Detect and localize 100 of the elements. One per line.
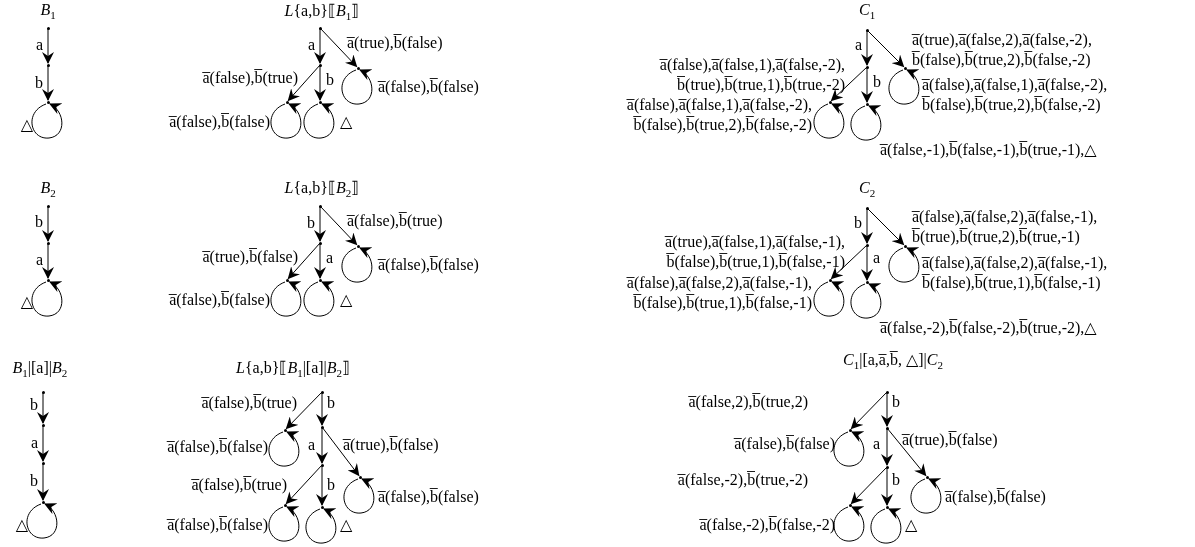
self-loop-arrow xyxy=(833,506,865,542)
edge-label: a xyxy=(35,250,43,270)
edge-label: a̅(false),b̅(false) xyxy=(167,437,268,457)
arrow xyxy=(42,64,54,101)
self-loop-arrow xyxy=(343,478,375,514)
state-dot xyxy=(865,28,869,32)
state-dot xyxy=(46,278,50,282)
state-dot xyxy=(903,66,907,70)
state-dot xyxy=(318,204,322,208)
edge-label: a xyxy=(35,35,43,55)
edge-label: b xyxy=(30,395,38,415)
state-dot xyxy=(46,63,50,67)
self-loop-arrow xyxy=(341,247,373,283)
self-loop-arrow xyxy=(26,503,58,539)
arrow xyxy=(285,391,323,430)
state-dot xyxy=(41,390,45,394)
arrow xyxy=(881,427,893,466)
state-dot xyxy=(828,100,832,104)
edge-label: △ xyxy=(340,112,353,132)
arrow xyxy=(866,207,905,246)
state-dot xyxy=(865,280,869,284)
state-dot xyxy=(925,475,929,479)
state-dot xyxy=(285,100,289,104)
edge-label: b xyxy=(326,70,334,90)
edge-label: a̅(true),b̅(false) xyxy=(347,33,443,53)
self-loop-arrow xyxy=(303,103,335,139)
state-dot xyxy=(865,206,869,210)
edge-label: a xyxy=(873,248,881,268)
self-loop-arrow xyxy=(813,103,845,139)
edge-label: b xyxy=(892,392,900,412)
state-dot xyxy=(356,66,360,70)
self-loop-arrow xyxy=(341,69,373,105)
arrow xyxy=(866,29,905,68)
self-loop-arrow xyxy=(270,281,302,317)
arrow xyxy=(319,27,358,68)
edge-label: a̅(false),b̅(false) xyxy=(378,77,479,97)
arrow xyxy=(37,391,49,424)
state-dot xyxy=(46,26,50,30)
self-loop-arrow xyxy=(850,283,882,319)
edge-label: a xyxy=(872,434,880,454)
state-dot xyxy=(828,278,832,282)
expression-label: B$_{1}$|[a]|B$_{2}$ xyxy=(12,358,68,381)
state-dot xyxy=(41,500,45,504)
state-dot xyxy=(283,503,287,507)
self-loop-arrow xyxy=(303,281,335,317)
edge-label: a̅(false),a̅(false,2),a̅(false,-1), b̅(true),b̅(true,2),b̅(true,-1) xyxy=(912,207,1099,247)
edge-label: a̅(false),b̅(false) xyxy=(734,434,835,454)
arrow xyxy=(314,64,326,101)
state-dot xyxy=(885,426,889,430)
arrow xyxy=(850,466,888,505)
state-dot xyxy=(865,65,869,69)
arrow xyxy=(42,242,54,279)
arrow xyxy=(830,244,868,280)
edge-label: a̅(false),a̅(false,1),a̅(false,-2), b̅(true),b̅(true,1),b̅(true,-2) xyxy=(658,55,845,95)
expression-label: L{a,b}⟦B$_{2}$⟧ xyxy=(284,178,360,201)
arrow xyxy=(861,66,873,103)
arrow xyxy=(287,64,321,102)
edge-label: a̅(false),a̅(false,2),a̅(false,-1), b̅(false),b̅(true,1),b̅(false,-1) xyxy=(625,273,812,313)
edge-label: a̅(true),b̅(false) xyxy=(902,430,998,450)
self-loop-arrow xyxy=(270,103,302,139)
edge-label: a̅(false),a̅(false,2),a̅(false,-1), b̅(false),b̅(true,1),b̅(false,-1) xyxy=(922,253,1109,293)
edge-label: a̅(true),a̅(false,1),a̅(false,-1), b̅(false),b̅(true,1),b̅(false,-1) xyxy=(663,232,845,272)
expression-label: B$_{2}$ xyxy=(40,178,56,201)
edge-label: b xyxy=(873,72,881,92)
arrow xyxy=(42,205,54,242)
edge-label: a̅(false),a̅(false,1),a̅(false,-2), b̅(false),b̅(true,2),b̅(false,-2) xyxy=(625,95,812,135)
state-dot xyxy=(848,428,852,432)
edge-label: b xyxy=(35,212,43,232)
state-dot xyxy=(320,505,324,509)
self-loop-arrow xyxy=(268,506,300,542)
state-dot xyxy=(46,100,50,104)
arrow xyxy=(861,244,873,281)
edge-label: △ xyxy=(20,292,33,312)
edge-label: b xyxy=(892,470,900,490)
edge-label: a̅(false,-1),b̅(false,-1),b̅(true,-1),△ xyxy=(880,140,1097,160)
self-loop-arrow xyxy=(910,478,942,514)
self-loop-arrow xyxy=(870,508,902,544)
state-dot xyxy=(320,463,324,467)
edge-label: △ xyxy=(15,515,28,535)
edge-label: △ xyxy=(340,290,353,310)
arrow xyxy=(850,391,888,430)
state-dot xyxy=(865,102,869,106)
edge-label: a xyxy=(307,435,315,455)
edge-label: a̅(false),b̅(true) xyxy=(201,393,297,413)
edge-label: a̅(true),b̅(false) xyxy=(202,247,298,267)
edge-label: b xyxy=(35,73,43,93)
edge-label: a̅(false),b̅(false) xyxy=(378,255,479,275)
arrow xyxy=(319,205,358,246)
edge-label: b xyxy=(30,471,38,491)
self-loop-arrow xyxy=(888,247,920,283)
arrow xyxy=(881,391,893,427)
self-loop-arrow xyxy=(850,105,882,141)
expression-label: C$_{1}$|[a,a̅,b̅, △]|C$_{2}$ xyxy=(843,350,943,373)
expression-label: L{a,b}⟦B$_{1}$|[a]|B$_{2}$⟧ xyxy=(236,358,351,381)
state-dot xyxy=(885,465,889,469)
arrow xyxy=(861,207,873,244)
arrow xyxy=(285,464,323,505)
arrow xyxy=(316,391,328,426)
expression-label: L{a,b}⟦B$_{1}$⟧ xyxy=(284,1,360,24)
state-dot xyxy=(320,425,324,429)
